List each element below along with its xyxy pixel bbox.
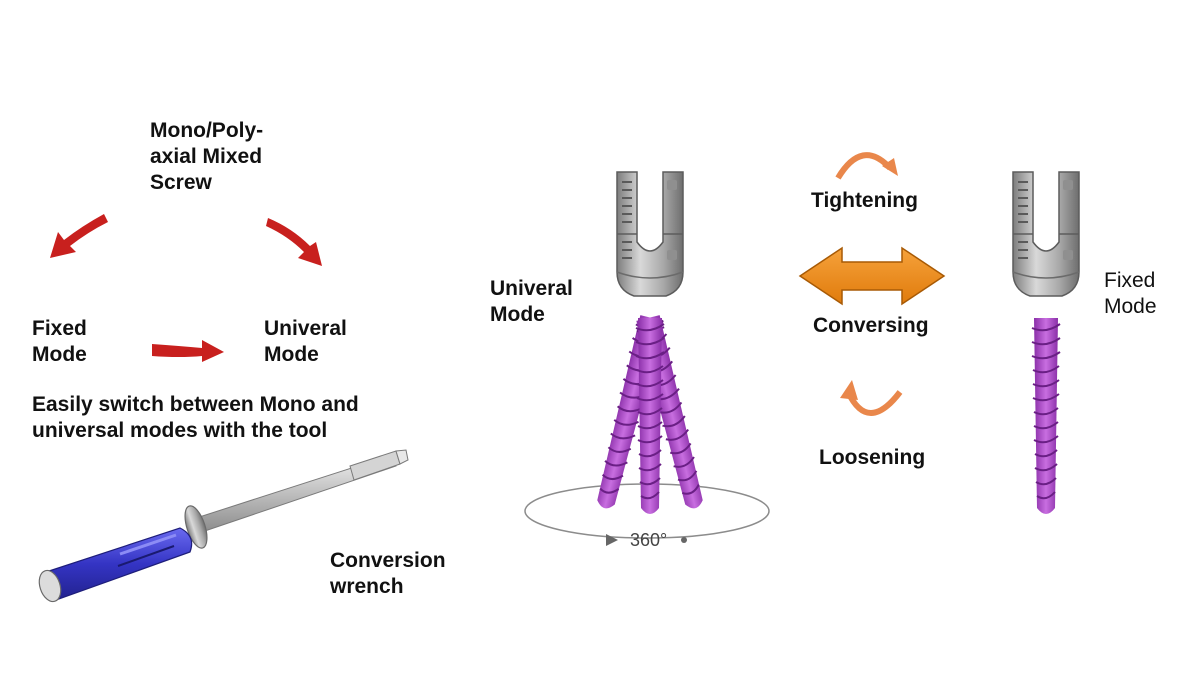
double-arrow-icon — [798, 246, 946, 306]
loosening-label: Loosening — [819, 446, 926, 469]
fixed-mode-label-right: Fixed Mode — [1104, 269, 1157, 318]
curved-arrow-icon — [840, 380, 903, 416]
red-arrow-icon — [50, 214, 108, 258]
screw-icon — [524, 171, 770, 539]
conversion-wrench-label: Conversion wrench — [330, 549, 446, 598]
red-arrow-icon — [266, 218, 322, 266]
wrench-icon — [38, 449, 409, 603]
screw-icon — [1012, 171, 1080, 515]
rotation-label: 360° — [630, 530, 668, 550]
red-arrow-icon — [152, 340, 224, 362]
universal-mode-label-center: Univeral Mode — [490, 277, 573, 326]
mixed-screw-title: Mono/Poly- axial Mixed Screw — [150, 119, 264, 194]
fixed-mode-label-left: Fixed Mode — [32, 317, 87, 366]
conversing-label: Conversing — [813, 314, 929, 337]
switch-caption: Easily switch between Mono and universal… — [32, 393, 359, 442]
tightening-label: Tightening — [811, 189, 918, 212]
curved-arrow-icon — [835, 152, 898, 180]
rotation-arrow-icon — [606, 534, 687, 546]
universal-mode-label-left: Univeral Mode — [264, 317, 347, 366]
